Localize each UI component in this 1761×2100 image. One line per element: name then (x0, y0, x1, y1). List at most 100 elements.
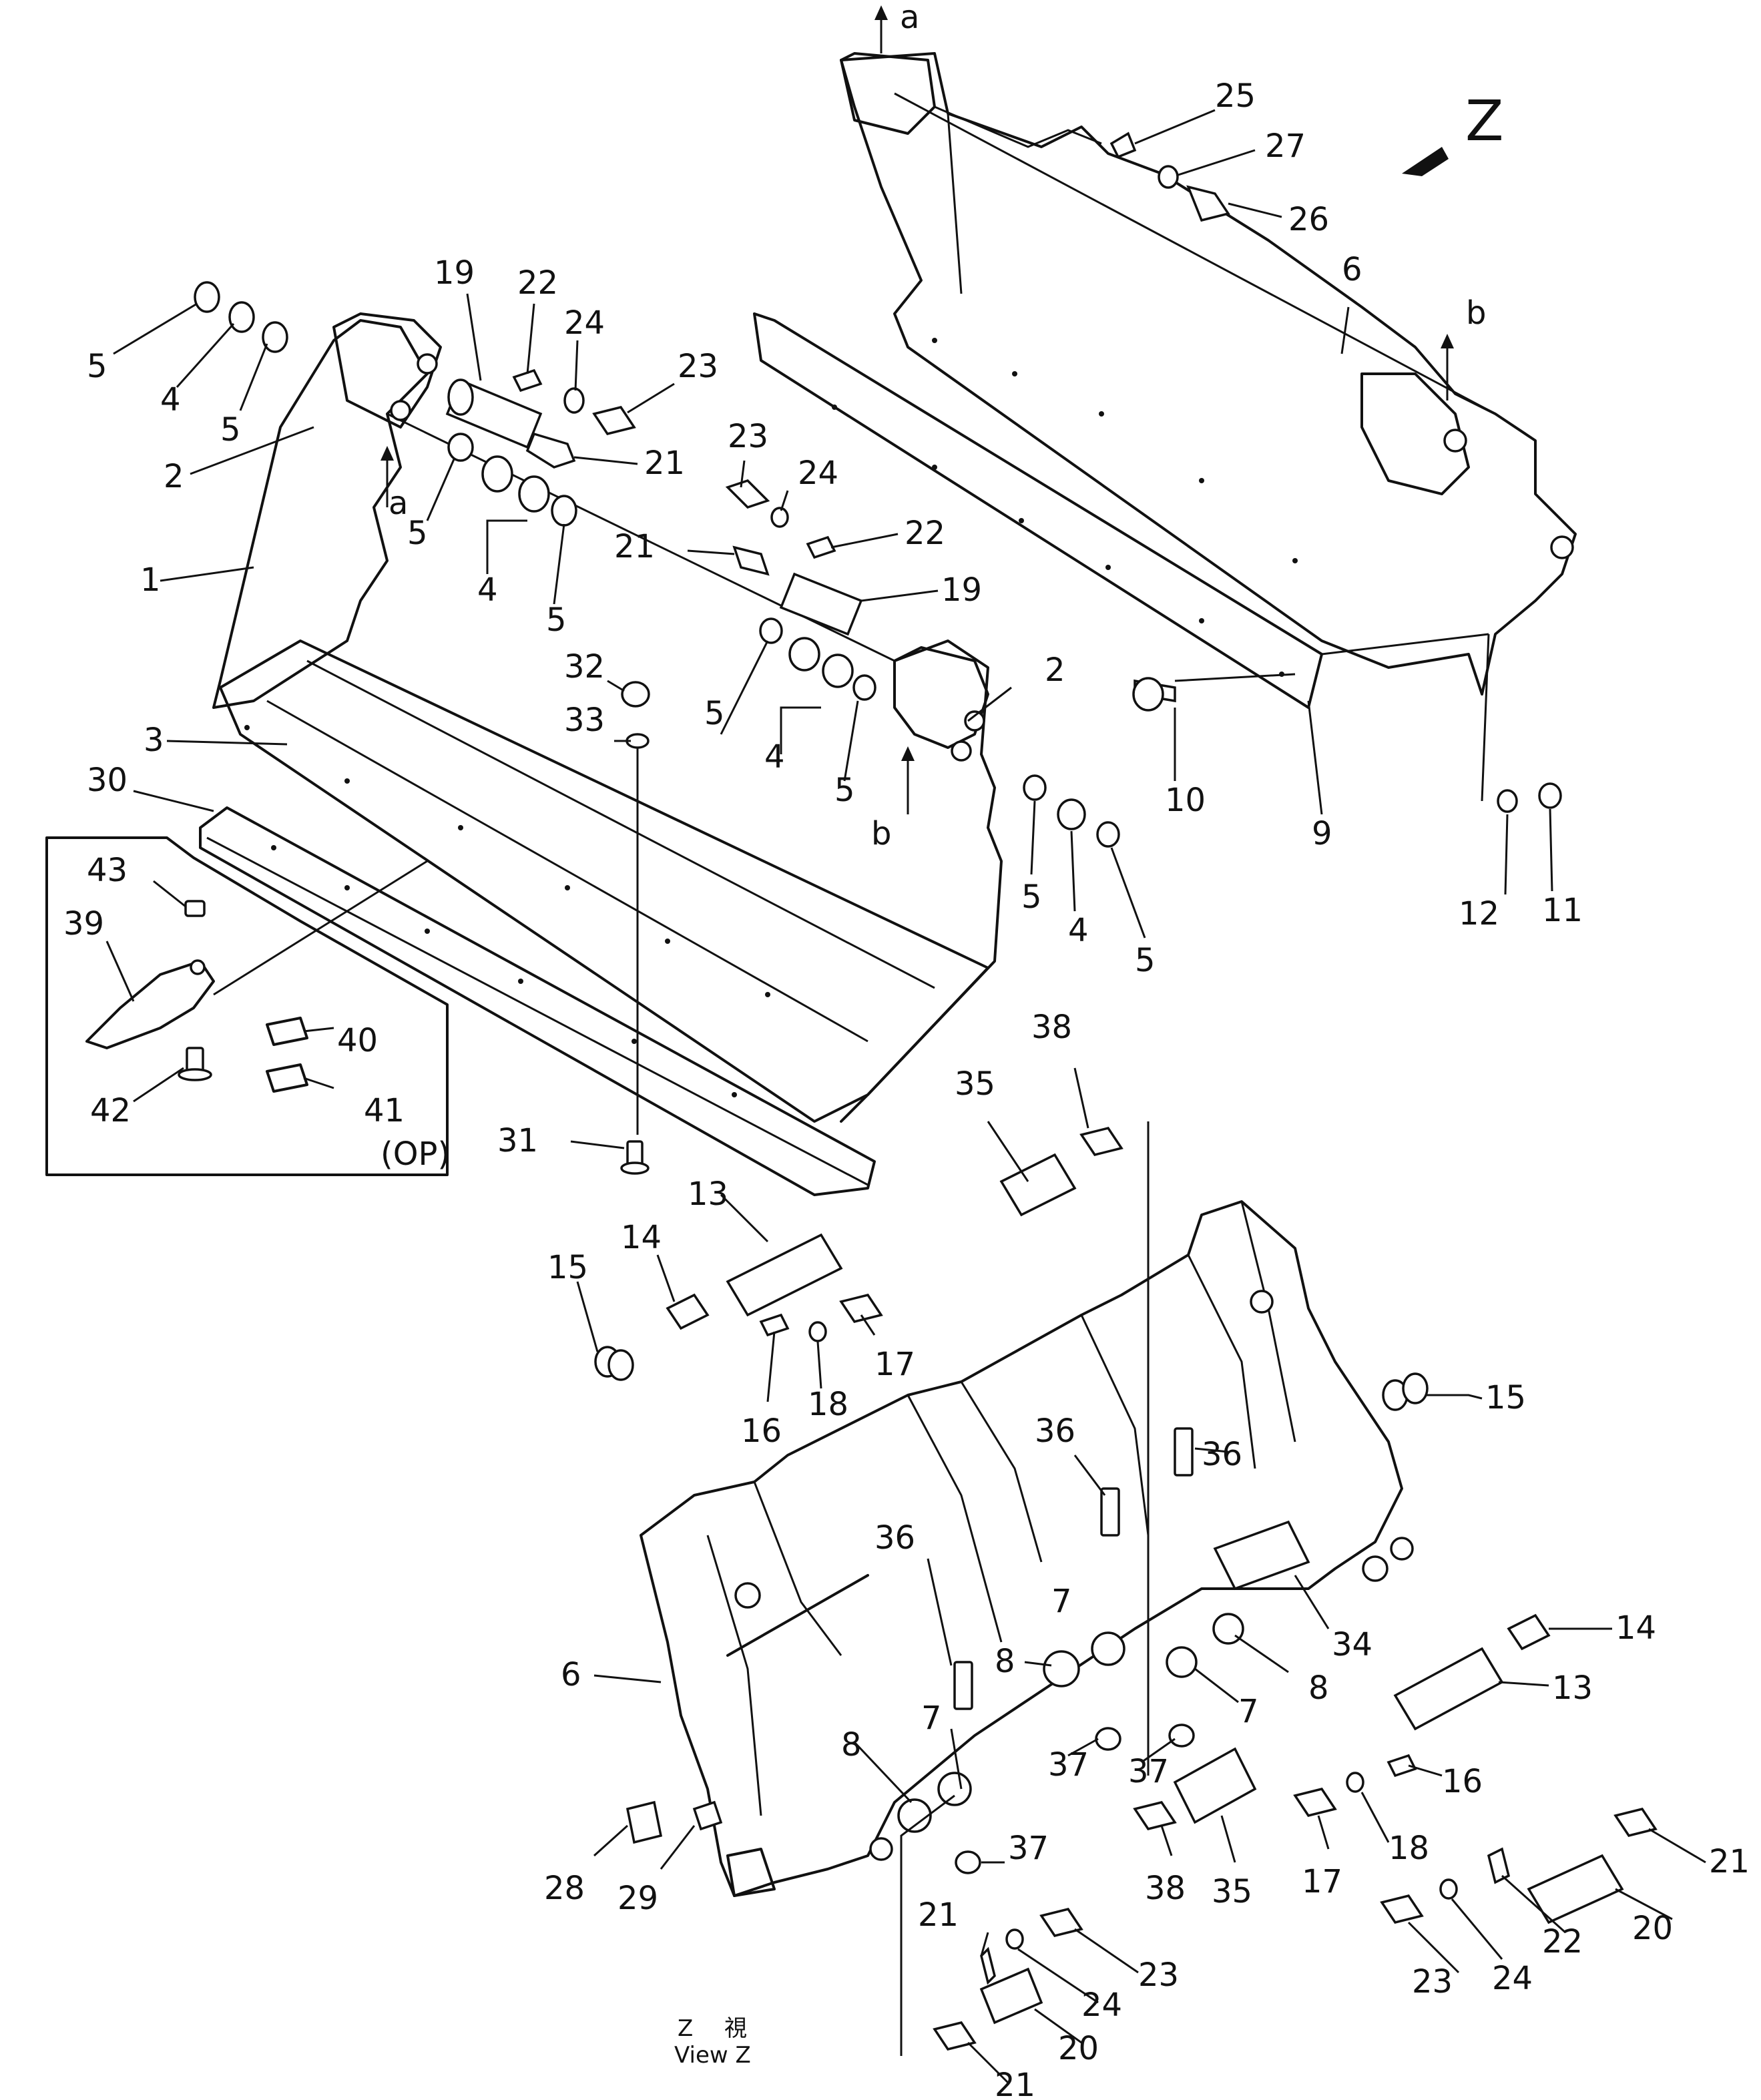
callout: 8 (995, 1643, 1015, 1680)
bucket-rear-view (753, 52, 1577, 709)
option-tooth-box: (OP) (45, 836, 450, 1176)
callout: 35 (1212, 1873, 1252, 1910)
callout: 22 (1542, 1923, 1583, 1960)
callout: 21 (1709, 1843, 1750, 1880)
callout: 19 (434, 254, 475, 292)
view-z-assembly (640, 1200, 1414, 1897)
hardware (194, 132, 1658, 2051)
callout: 36 (1035, 1412, 1075, 1450)
callout: 24 (798, 455, 838, 492)
callout: 30 (87, 762, 128, 799)
callout: 18 (808, 1386, 848, 1423)
callout: 24 (1081, 1987, 1122, 2024)
callout: 11 (1542, 892, 1583, 929)
option-note: (OP) (381, 1135, 450, 1173)
callout: 24 (1492, 1960, 1533, 1997)
callout: 36 (874, 1519, 915, 1557)
callout: 33 (564, 702, 605, 739)
callout: 1 (140, 561, 161, 599)
callout-labels: 5 4 5 2 1 19 22 24 23 21 5 4 5 23 24 21 … (63, 77, 1750, 2100)
leader-lines (105, 105, 1706, 2084)
callout: 8 (1308, 1669, 1329, 1707)
callout: 4 (764, 738, 785, 776)
callout: 13 (1552, 1669, 1593, 1707)
callout: 16 (1442, 1763, 1483, 1800)
callout: 6 (561, 1656, 581, 1693)
marker-b-mid: b (871, 815, 891, 852)
view-caption-kanji: 視 (724, 2015, 747, 2042)
callout: 3 (144, 722, 164, 759)
callout: 21 (995, 2067, 1035, 2100)
callout: 20 (1058, 2030, 1099, 2067)
callout: 2 (1045, 651, 1065, 689)
callout: 24 (564, 304, 605, 342)
callout: 32 (564, 648, 605, 686)
callout: 13 (688, 1175, 728, 1213)
view-caption-z: Z (678, 2015, 693, 2042)
callout: 14 (1615, 1609, 1656, 1647)
callout: 35 (955, 1065, 995, 1103)
callout: 5 (834, 772, 855, 809)
callout: 40 (337, 1022, 378, 1059)
callout: 17 (1302, 1863, 1342, 1900)
callout: 25 (1215, 77, 1256, 115)
direction-markers: a a b b Z (381, 0, 1504, 852)
callout: 4 (1068, 912, 1089, 949)
callout: 7 (1051, 1583, 1072, 1620)
marker-z: Z (1465, 88, 1504, 154)
callout: 5 (407, 515, 428, 552)
callout: 9 (1312, 815, 1332, 852)
callout: 38 (1145, 1870, 1186, 1907)
callout: 34 (1332, 1626, 1372, 1663)
callout: 26 (1288, 201, 1329, 238)
callout: 29 (617, 1880, 658, 1917)
callout: 37 (1128, 1753, 1169, 1790)
callout: 42 (90, 1092, 131, 1129)
bucket-body (199, 312, 1003, 1196)
callout: 17 (874, 1346, 915, 1383)
callout: 27 (1265, 127, 1306, 165)
callout: 14 (621, 1219, 662, 1256)
callout: 7 (921, 1699, 942, 1737)
view-caption: Z 視 View Z (674, 2015, 751, 2069)
callout: 23 (1412, 1963, 1453, 2001)
callout: 36 (1202, 1436, 1242, 1473)
callout: 23 (728, 418, 768, 455)
callout: 23 (1138, 1956, 1179, 1994)
callout: 22 (517, 264, 558, 302)
callout: 4 (477, 571, 498, 609)
callout: 12 (1459, 895, 1499, 933)
callout: 23 (678, 348, 718, 385)
view-caption-text: View Z (674, 2042, 751, 2069)
callout: 5 (220, 411, 241, 449)
callout: 39 (63, 905, 104, 943)
marker-a-top: a (900, 0, 919, 36)
callout: 43 (87, 852, 128, 889)
callout: 5 (1021, 878, 1042, 916)
callout: 21 (644, 445, 685, 482)
callout: 7 (1238, 1693, 1259, 1730)
callout: 8 (841, 1726, 862, 1764)
marker-a-left: a (389, 485, 408, 522)
callout: 6 (1342, 251, 1362, 288)
callout: 38 (1031, 1009, 1072, 1046)
callout: 5 (546, 601, 567, 639)
callout: 4 (160, 381, 181, 419)
callout: 15 (1485, 1379, 1526, 1416)
callout: 21 (614, 528, 655, 565)
callout: 22 (905, 515, 945, 552)
callout: 21 (918, 1896, 959, 1934)
callout: 2 (164, 458, 184, 495)
marker-b-right: b (1466, 294, 1486, 332)
callout: 31 (497, 1122, 538, 1159)
callout: 41 (364, 1092, 405, 1129)
view-direction-arrow-icon (1402, 147, 1449, 176)
callout: 28 (544, 1870, 585, 1907)
callout: 20 (1632, 1910, 1673, 1947)
callout: 18 (1389, 1830, 1429, 1867)
callout: 5 (1135, 942, 1156, 979)
callout: 19 (941, 571, 982, 609)
callout: 10 (1165, 782, 1206, 819)
callout: 5 (704, 695, 725, 732)
